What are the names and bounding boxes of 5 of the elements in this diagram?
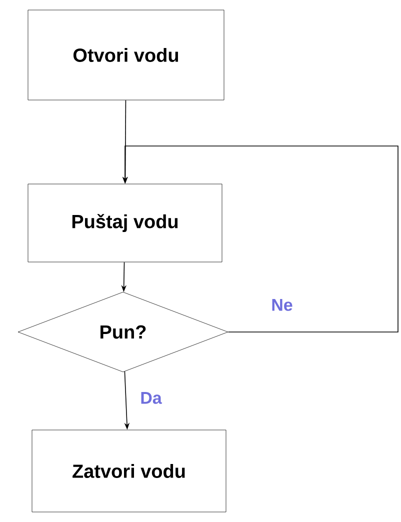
edge-label: Ne [272,299,292,311]
process-box: Zatvori vodu [32,430,226,512]
process-box: Puštaj vodu [28,184,222,262]
edge-label: Da [141,392,162,404]
process-box: Otvori vodu [28,10,224,100]
